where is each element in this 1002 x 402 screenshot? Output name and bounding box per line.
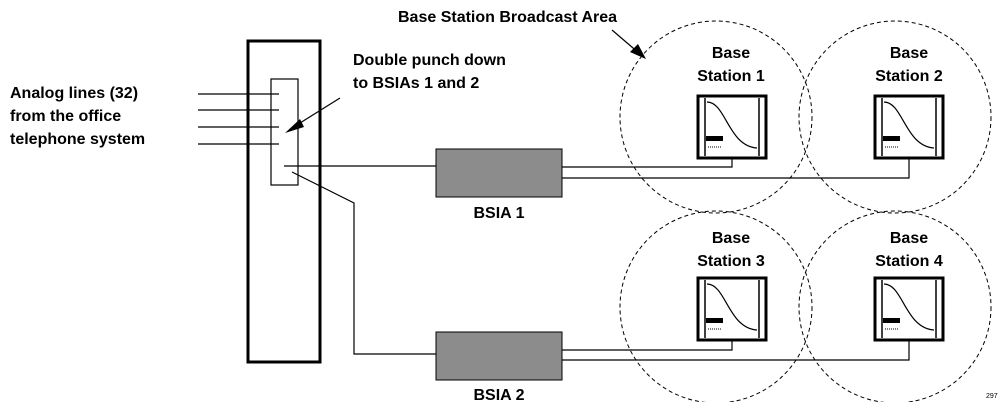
base-station-3-icon — [696, 276, 768, 342]
base-station-3-label-line1: Base — [712, 230, 750, 247]
analog-lines-label-3: telephone system — [10, 131, 145, 148]
analog-lines — [198, 93, 279, 145]
broadcast-area-label: Base Station Broadcast Area — [398, 9, 617, 26]
broadcast-area-1 — [619, 20, 813, 214]
base-station-3-label-line2: Station 3 — [697, 253, 765, 270]
base-station-wires — [562, 158, 910, 361]
bsia-2-label: BSIA 2 — [474, 387, 525, 402]
base-station-4-label-line2: Station 4 — [875, 253, 943, 270]
broadcast-area-4 — [798, 210, 992, 402]
broadcast-area-2 — [798, 20, 992, 214]
broadcast-areas — [619, 20, 992, 402]
bsia-feed-wires — [284, 165, 436, 355]
base-station-4-icon — [873, 276, 945, 342]
analog-lines-label-1: Analog lines (32) — [10, 85, 138, 102]
base-station-2-label-line1: Base — [890, 45, 928, 62]
broadcast-area-3 — [619, 210, 813, 402]
base-station-2-label-line2: Station 2 — [875, 68, 943, 85]
base-station-2-icon — [873, 94, 945, 160]
figure-number: 297 — [986, 393, 998, 400]
base-station-1-label-line1: Base — [712, 45, 750, 62]
analog-lines-label-2: from the office — [10, 108, 121, 125]
base-station-1-icon — [696, 94, 768, 160]
bsia-1-box — [435, 148, 563, 198]
punch-down-terminal — [270, 78, 299, 186]
bsia-1-label: BSIA 1 — [474, 205, 525, 222]
punch-down-arrow — [285, 97, 341, 133]
bsia-2-box — [435, 331, 563, 381]
broadcast-area-arrow — [611, 29, 646, 59]
base-station-4-label-line1: Base — [890, 230, 928, 247]
base-station-1-label-line2: Station 1 — [697, 68, 765, 85]
punch-down-label-1: Double punch down — [353, 52, 506, 69]
punch-down-label-2: to BSIAs 1 and 2 — [353, 75, 479, 92]
